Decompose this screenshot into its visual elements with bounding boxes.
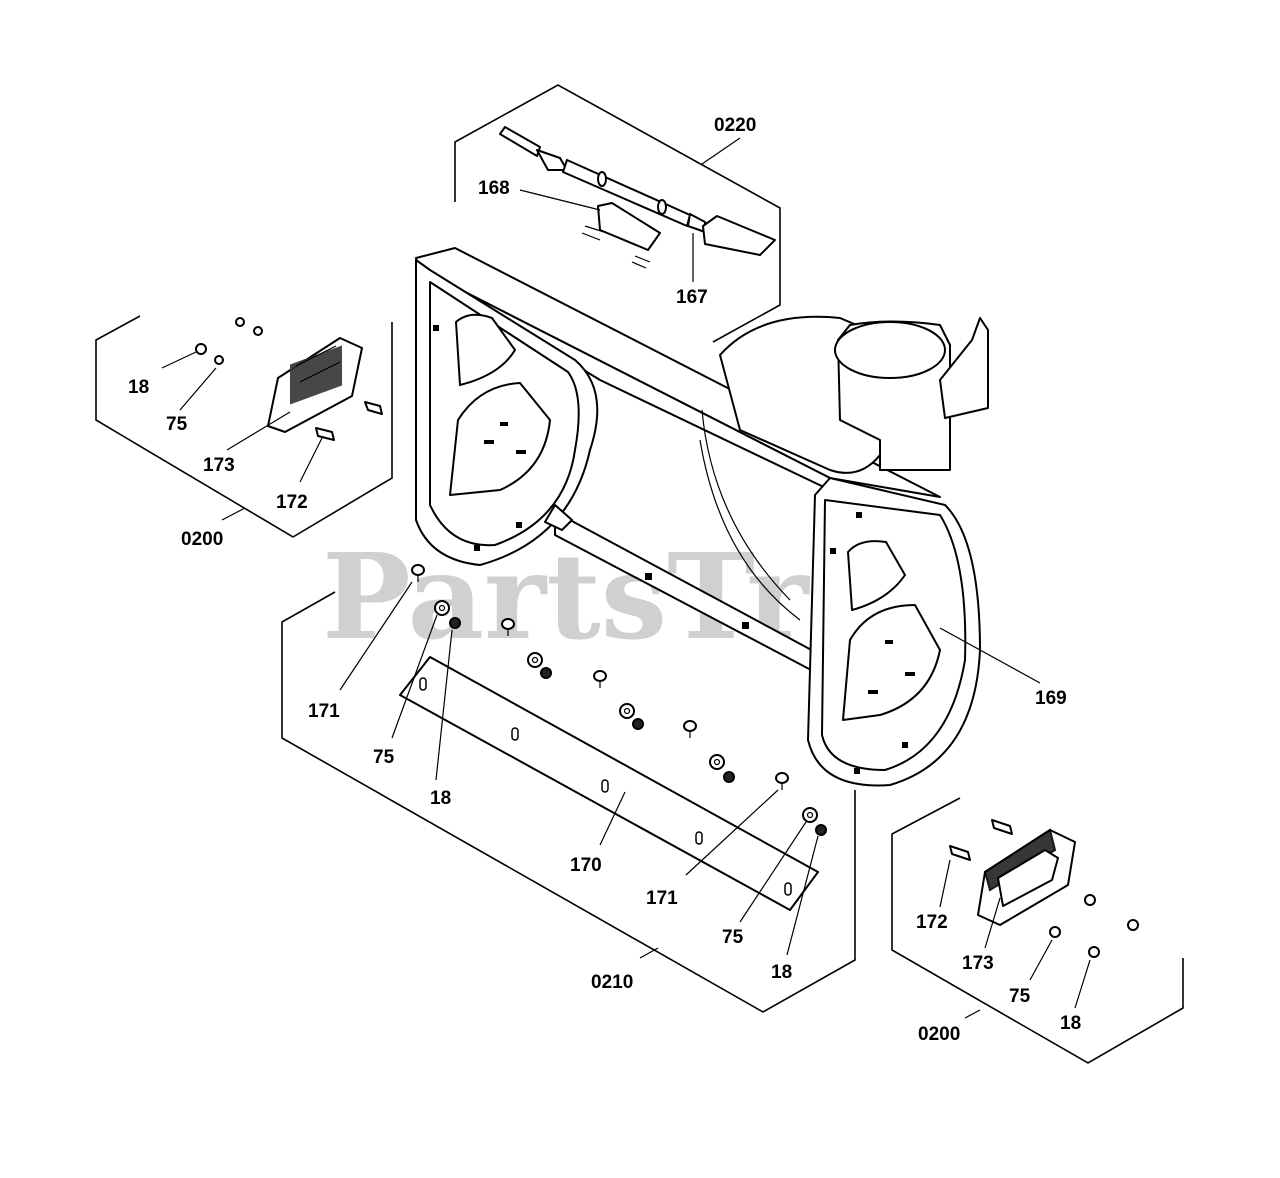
callout-169: 169 (1035, 688, 1067, 709)
callout-168: 168 (478, 178, 510, 199)
callout-0220: 0220 (714, 115, 756, 136)
shave-plate-167 (702, 215, 776, 256)
skid-shoe-right (977, 828, 1076, 926)
callout-0210: 0210 (591, 972, 633, 993)
callout-18-b: 18 (771, 962, 792, 983)
callout-75-right: 75 (1009, 986, 1031, 1007)
callout-75-b: 75 (722, 927, 744, 948)
callout-167: 167 (676, 287, 708, 308)
callout-173-left: 173 (203, 455, 235, 476)
fasteners-left (195, 317, 383, 441)
callout-18-a: 18 (430, 788, 451, 809)
scraper-fasteners (411, 564, 827, 836)
auger-housing-169 (415, 247, 989, 787)
callout-18-right: 18 (1060, 1013, 1081, 1034)
callout-171-a: 171 (308, 701, 340, 722)
bracket-168 (581, 202, 661, 269)
group-frame-0210 (281, 591, 856, 1013)
callout-171-b: 171 (646, 888, 678, 909)
group-frame-0220 (454, 84, 781, 343)
auger-shaft (499, 126, 706, 233)
scraper-bar-170 (399, 656, 819, 911)
callout-75-a: 75 (373, 747, 395, 768)
group-frame-0200-left (95, 315, 393, 538)
callout-173-right: 173 (962, 953, 994, 974)
fasteners-right (949, 819, 1139, 958)
callout-0200-left: 0200 (181, 529, 223, 550)
callout-75-left: 75 (166, 414, 188, 435)
callout-0200-right: 0200 (918, 1024, 960, 1045)
callout-172-right: 172 (916, 912, 948, 933)
callout-172-left: 172 (276, 492, 308, 513)
skid-shoe-left (267, 337, 363, 433)
callout-18-left: 18 (128, 377, 149, 398)
callout-170: 170 (570, 855, 602, 876)
group-frame-0200-right (891, 797, 1184, 1064)
